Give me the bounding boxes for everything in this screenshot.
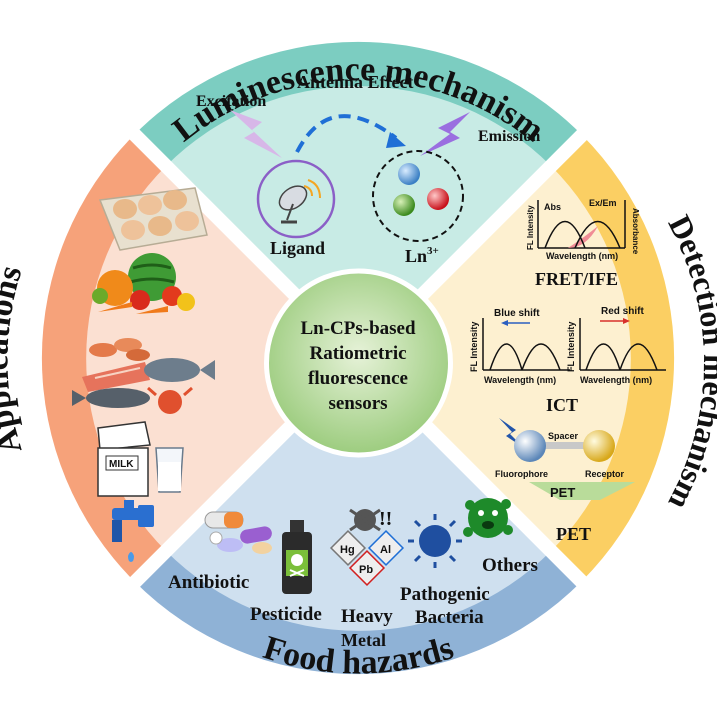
- center-line-4: sensors: [328, 393, 387, 414]
- heavy-metal-icon: !! Hg Al Pb: [329, 508, 405, 587]
- milk-glass-icon: [155, 447, 184, 493]
- svg-text:Spacer: Spacer: [548, 431, 579, 441]
- fret-ife-label: FRET/IFE: [535, 269, 618, 289]
- pathogenic-label: Pathogenic: [400, 584, 490, 605]
- ln-red-ion-icon: [427, 188, 449, 210]
- svg-text:Abs: Abs: [544, 202, 561, 212]
- svg-text:Red shift: Red shift: [601, 306, 644, 317]
- milk-carton-icon: MILK: [97, 421, 151, 497]
- others-label: Others: [482, 555, 538, 576]
- svg-text:FL Intensity: FL Intensity: [566, 322, 576, 372]
- ligand-label: Ligand: [270, 238, 325, 258]
- seafood-icon: [72, 338, 215, 414]
- applications-section: MILK: [72, 187, 215, 562]
- pet-schematic: Spacer Fluorophore Receptor PET: [495, 418, 635, 500]
- svg-text:PET: PET: [550, 485, 575, 500]
- svg-text:Absorbance: Absorbance: [631, 208, 640, 255]
- pesticide-bottle-icon: [282, 520, 312, 594]
- svg-text:Pb: Pb: [359, 564, 373, 576]
- emission-lightning-icon: [420, 112, 470, 156]
- ict-label: ICT: [546, 395, 578, 415]
- svg-text:Blue shift: Blue shift: [494, 308, 540, 319]
- fret-graph: Abs Ex/Em FL Intensity Absorbance Wavele…: [526, 198, 640, 261]
- svg-text:!!: !!: [379, 508, 392, 530]
- antibiotic-pills-icon: [204, 511, 272, 554]
- heavy-label: Heavy: [341, 606, 393, 627]
- antibiotic-label: Antibiotic: [168, 572, 249, 593]
- svg-text:Fluorophore: Fluorophore: [495, 469, 548, 479]
- satellite-dish-icon: [278, 179, 321, 224]
- title-applications: Applications: [0, 261, 30, 458]
- luminescence-section: Excitation Antenna Effect Emission Ligan…: [196, 72, 540, 266]
- fluorophore-sphere-icon: [514, 430, 546, 462]
- center-circle: [264, 268, 453, 458]
- center-line-1: Ln-CPs-based: [300, 318, 416, 339]
- emission-label: Emission: [478, 128, 540, 145]
- antenna-arrow-icon: [295, 114, 398, 153]
- inner-bottom: [166, 358, 551, 631]
- metal-label: Metal: [341, 630, 386, 650]
- ln-blue-ion-icon: [398, 163, 420, 185]
- vegetables-icon: [92, 253, 195, 314]
- others-germ-icon: [463, 498, 513, 538]
- eggs-tray-icon: [98, 187, 208, 251]
- center-line-2: Ratiometric: [309, 343, 406, 364]
- bacteria-label: Bacteria: [415, 607, 484, 628]
- inner-top: [166, 86, 551, 359]
- pet-lightning-icon: [499, 418, 524, 448]
- water-tap-icon: [112, 500, 154, 562]
- svg-text:FL Intensity: FL Intensity: [469, 322, 479, 372]
- bacteria-icon: [408, 514, 462, 568]
- svg-text:MILK: MILK: [109, 459, 134, 470]
- receptor-sphere-icon: [583, 430, 615, 462]
- center-line-3: fluorescence: [308, 368, 408, 389]
- svg-text:FL Intensity: FL Intensity: [526, 205, 535, 250]
- detection-section: Abs Ex/Em FL Intensity Absorbance Wavele…: [469, 198, 666, 544]
- svg-text:Ex/Em: Ex/Em: [589, 198, 617, 208]
- pet-label: PET: [556, 524, 591, 544]
- svg-text:Wavelength (nm): Wavelength (nm): [546, 251, 618, 261]
- svg-text:Hg: Hg: [340, 544, 355, 556]
- svg-text:Receptor: Receptor: [585, 469, 625, 479]
- antenna-effect-label: Antenna Effect: [297, 72, 413, 92]
- svg-text:Wavelength (nm): Wavelength (nm): [484, 375, 556, 385]
- ln-green-ion-icon: [393, 194, 415, 216]
- ict-graphs: Blue shift Red shift FL Intensity FL Int…: [469, 306, 666, 385]
- svg-text:Wavelength (nm): Wavelength (nm): [580, 375, 652, 385]
- excitation-lightning-icon: [230, 110, 282, 158]
- ln-dashed-circle: [372, 150, 464, 242]
- svg-text:Al: Al: [380, 544, 391, 556]
- pesticide-label: Pesticide: [250, 604, 322, 625]
- food-hazards-section: Antibiotic Pesticide !! Hg Al Pb Heavy M…: [168, 498, 538, 650]
- antenna-arrowhead-icon: [386, 132, 406, 148]
- ln-label: Ln3+: [405, 245, 439, 266]
- ligand-circle: [256, 159, 336, 239]
- excitation-label: Excitation: [196, 93, 266, 110]
